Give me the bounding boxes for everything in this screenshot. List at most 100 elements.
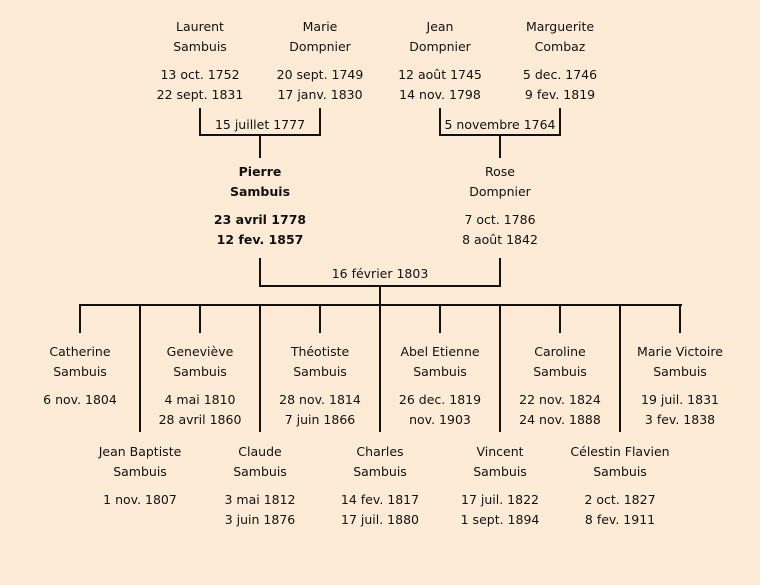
connector-line <box>559 304 561 333</box>
birth-date: 14 fev. 1817 <box>340 492 420 507</box>
birth-date: 26 dec. 1819 <box>398 392 482 407</box>
birth-date: 3 mai 1812 <box>224 492 296 507</box>
birth-date: 20 sept. 1749 <box>276 67 364 82</box>
birth-date: 17 juil. 1822 <box>461 492 539 507</box>
birth-date: 6 nov. 1804 <box>43 392 117 407</box>
first-name: Abel Etienne <box>400 344 480 359</box>
death-date: 12 fev. 1857 <box>216 232 304 247</box>
last-name: Sambuis <box>233 464 287 479</box>
death-date: nov. 1903 <box>409 412 471 427</box>
death-date: 17 janv. 1830 <box>277 87 363 102</box>
birth-date: 7 oct. 1786 <box>464 212 536 227</box>
marriage-date-sambuis: 15 juillet 1777 <box>214 117 306 132</box>
first-name: Rose <box>485 164 515 179</box>
first-name: Laurent <box>176 19 224 34</box>
first-name: Marie Victoire <box>637 344 723 359</box>
last-name: Sambuis <box>113 464 167 479</box>
birth-date: 19 juil. 1831 <box>641 392 719 407</box>
connector-line <box>259 134 261 158</box>
connector-line <box>679 304 681 333</box>
connector-line <box>379 304 381 432</box>
last-name: Dompnier <box>289 39 351 54</box>
last-name: Sambuis <box>353 464 407 479</box>
first-name: Théotiste <box>290 344 350 359</box>
last-name: Sambuis <box>653 364 707 379</box>
connector-line <box>80 304 682 306</box>
first-name: Célestin Flavien <box>570 444 670 459</box>
first-name: Claude <box>238 444 282 459</box>
first-name: Geneviève <box>166 344 234 359</box>
birth-date: 2 oct. 1827 <box>584 492 656 507</box>
last-name: Sambuis <box>413 364 467 379</box>
death-date: 28 avril 1860 <box>158 412 242 427</box>
connector-line <box>259 258 261 287</box>
first-name: Marguerite <box>525 19 595 34</box>
last-name: Dompnier <box>469 184 531 199</box>
connector-line <box>79 304 81 333</box>
birth-date: 5 dec. 1746 <box>522 67 598 82</box>
connector-line <box>439 304 441 333</box>
death-date: 8 fev. 1911 <box>584 512 656 527</box>
first-name: Vincent <box>476 444 524 459</box>
connector-line <box>499 304 501 432</box>
marriage-date-dompnier: 5 novembre 1764 <box>444 117 556 132</box>
connector-line <box>439 108 441 136</box>
last-name: Dompnier <box>409 39 471 54</box>
connector-line <box>139 304 141 432</box>
death-date: 1 sept. 1894 <box>460 512 540 527</box>
first-name: Caroline <box>534 344 586 359</box>
first-name: Catherine <box>49 344 111 359</box>
last-name: Sambuis <box>473 464 527 479</box>
death-date: 7 juin 1866 <box>284 412 356 427</box>
connector-line <box>199 108 201 136</box>
last-name: Sambuis <box>293 364 347 379</box>
connector-line <box>499 258 501 287</box>
birth-date: 13 oct. 1752 <box>160 67 240 82</box>
last-name: Combaz <box>534 39 586 54</box>
death-date: 24 nov. 1888 <box>519 412 601 427</box>
birth-date: 4 mai 1810 <box>164 392 236 407</box>
last-name: Sambuis <box>173 39 227 54</box>
last-name: Sambuis <box>533 364 587 379</box>
death-date: 3 fev. 1838 <box>644 412 716 427</box>
birth-date: 1 nov. 1807 <box>103 492 177 507</box>
death-date: 9 fev. 1819 <box>524 87 596 102</box>
connector-line <box>319 108 321 136</box>
marriage-date-parents: 16 février 1803 <box>331 266 429 281</box>
death-date: 17 juil. 1880 <box>341 512 419 527</box>
connector-line <box>559 108 561 136</box>
death-date: 22 sept. 1831 <box>156 87 244 102</box>
death-date: 8 août 1842 <box>462 232 538 247</box>
connector-line <box>319 304 321 333</box>
last-name: Sambuis <box>593 464 647 479</box>
first-name: Jean <box>426 19 454 34</box>
last-name: Sambuis <box>53 364 107 379</box>
connector-line <box>379 285 381 306</box>
first-name: Charles <box>356 444 404 459</box>
birth-date: 12 août 1745 <box>398 67 482 82</box>
first-name: Marie <box>302 19 338 34</box>
birth-date: 23 avril 1778 <box>213 212 307 227</box>
first-name: Pierre <box>238 164 282 179</box>
last-name: Sambuis <box>229 184 291 199</box>
death-date: 14 nov. 1798 <box>399 87 481 102</box>
death-date: 3 juin 1876 <box>224 512 296 527</box>
birth-date: 28 nov. 1814 <box>279 392 361 407</box>
first-name: Jean Baptiste <box>98 444 182 459</box>
